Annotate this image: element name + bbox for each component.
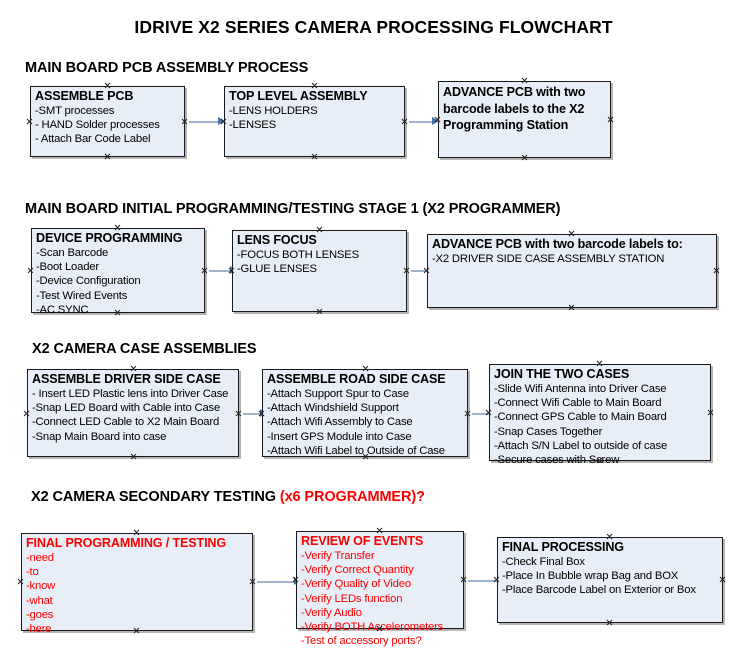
flow-box-line: -LENS HOLDERS — [229, 105, 318, 117]
flow-box-line: - Insert LED Plastic lens into Driver Ca… — [32, 388, 229, 400]
section-header-red-note: (x6 PROGRAMMER)? — [279, 489, 425, 505]
section-header-text: MAIN BOARD INITIAL PROGRAMMING/TESTING S… — [25, 201, 561, 217]
flow-box-line: -what — [26, 594, 53, 607]
flow-box-line: -Place Barcode Label on Exterior or Box — [502, 584, 696, 597]
section-header-initial-programming: MAIN BOARD INITIAL PROGRAMMING/TESTING S… — [25, 201, 561, 217]
flow-box-title: ADVANCE PCB with two barcode labels to: — [432, 237, 683, 251]
section-header-text: X2 CAMERA CASE ASSEMBLIES — [32, 341, 257, 357]
flow-box-line: -Snap LED Board with Cable into Case — [32, 402, 221, 415]
section-header-text: MAIN BOARD PCB ASSEMBLY PROCESS — [25, 60, 309, 76]
section-header-pcb-assembly: MAIN BOARD PCB ASSEMBLY PROCESS — [25, 60, 308, 76]
flow-box-final-programming-testing[interactable]: FINAL PROGRAMMING / TESTING -need -to -k… — [21, 533, 253, 635]
flow-box-title: TOP LEVEL ASSEMBLY — [229, 89, 368, 103]
flow-box-line: -Device Configuration — [36, 275, 141, 288]
flow-box-line: -LENSES — [229, 119, 276, 132]
flow-box-line: -FOCUS BOTH LENSES — [237, 249, 359, 261]
flow-box-line: -Test of accessory ports? — [301, 635, 422, 648]
flow-box-line: -Boot Loader — [36, 261, 99, 274]
flow-box-lens-focus[interactable]: LENS FOCUS -FOCUS BOTH LENSES -GLUE LENS… — [232, 230, 407, 312]
flow-box-line: -here — [26, 623, 52, 636]
flow-box-line: -Secure cases with Screw — [494, 454, 620, 467]
flow-box-line: -Connect GPS Cable to Main Board — [494, 411, 667, 424]
flow-box-assemble-pcb[interactable]: ASSEMBLE PCB -SMT processes - HAND Solde… — [30, 86, 185, 157]
flow-box-review-of-events[interactable]: REVIEW OF EVENTS -Verify Transfer -Verif… — [296, 531, 464, 647]
flow-box-assemble-road-side-case[interactable]: ASSEMBLE ROAD SIDE CASE -Attach Support … — [262, 369, 468, 457]
flow-box-device-programming[interactable]: DEVICE PROGRAMMING -Scan Barcode -Boot L… — [31, 228, 205, 316]
flow-box-line: -Attach Wifi Label to Outside of Case — [267, 444, 445, 457]
page-title: IDRIVE X2 SERIES CAMERA PROCESSING FLOWC… — [134, 17, 613, 37]
flow-box-line: -Verify LEDs function — [301, 592, 403, 605]
flow-box-assemble-driver-side-case[interactable]: ASSEMBLE DRIVER SIDE CASE - Insert LED P… — [27, 369, 239, 457]
flow-box-line: -Snap Cases Together — [494, 425, 603, 438]
flow-box-line: -Attach S/N Label to outside of case — [494, 439, 668, 452]
flow-box-advance-pcb-station[interactable]: ADVANCE PCB with two barcode labels to t… — [438, 81, 611, 158]
flow-box-line: -Attach Windshield Support — [267, 402, 399, 415]
flow-box-line: -Verify Quality of Video — [301, 578, 411, 591]
flow-box-title: ASSEMBLE PCB — [35, 89, 134, 103]
flow-box-title: FINAL PROGRAMMING / TESTING — [26, 536, 227, 550]
flow-box-line: -Verify Correct Quantity — [301, 564, 414, 577]
flow-box-title: LENS FOCUS — [237, 233, 317, 247]
flow-box-line: -Verify Audio — [301, 606, 362, 619]
flow-box-line: -Attach Wifi Assembly to Case — [267, 416, 413, 429]
flow-box-line: -Insert GPS Module into Case — [267, 430, 412, 443]
flow-box-line: -AC SYNC — [36, 303, 89, 316]
flow-box-line: -Place In Bubble wrap Bag and BOX — [502, 570, 679, 583]
flow-box-line: -Verify Transfer — [301, 550, 375, 562]
flow-box-line: -Connect Wifi Cable to Main Board — [494, 397, 662, 410]
flow-box-line: - HAND Solder processes — [35, 119, 160, 132]
flow-box-line: -X2 DRIVER SIDE CASE ASSEMBLY STATION — [432, 253, 665, 265]
flow-box-line: -Verify BOTH Accelerometers — [301, 621, 444, 634]
section-header-secondary-testing: X2 CAMERA SECONDARY TESTING (x6 PROGRAMM… — [31, 489, 425, 505]
flow-box-title: ADVANCE PCB with two barcode labels to t… — [443, 85, 586, 132]
flow-box-line: -Scan Barcode — [36, 247, 109, 259]
flow-box-line: -Test Wired Events — [36, 289, 128, 302]
flow-box-line: -GLUE LENSES — [237, 263, 317, 276]
flow-box-line: -Attach Support Spur to Case — [267, 388, 409, 400]
flow-box-title: DEVICE PROGRAMMING — [36, 231, 183, 245]
flow-box-line: -know — [26, 580, 56, 593]
flow-box-title: ASSEMBLE ROAD SIDE CASE — [267, 372, 446, 386]
flow-box-top-level-assembly[interactable]: TOP LEVEL ASSEMBLY -LENS HOLDERS -LENSES — [224, 86, 405, 157]
flow-box-line: -Slide Wifi Antenna into Driver Case — [494, 383, 667, 395]
flow-box-line: -to — [26, 566, 39, 579]
flow-box-title: JOIN THE TWO CASES — [494, 367, 630, 381]
section-header-case-assemblies: X2 CAMERA CASE ASSEMBLIES — [32, 341, 257, 357]
flow-box-line: - Attach Bar Code Label — [35, 133, 151, 146]
flow-box-line: -Snap Main Board into case — [32, 430, 167, 443]
flow-box-title: FINAL PROCESSING — [502, 540, 624, 554]
flow-box-line: -need — [26, 552, 54, 564]
flow-box-join-the-two-cases[interactable]: JOIN THE TWO CASES -Slide Wifi Antenna i… — [489, 364, 711, 466]
section-header-text: X2 CAMERA SECONDARY TESTING — [31, 489, 280, 505]
connector-arrow — [409, 117, 439, 126]
flow-box-advance-pcb-driver-side[interactable]: ADVANCE PCB with two barcode labels to: … — [427, 234, 717, 308]
connector-arrow — [189, 117, 225, 126]
flow-box-line: -SMT processes — [35, 105, 115, 117]
flow-box-line: -Connect LED Cable to X2 Main Board — [32, 416, 220, 429]
flow-box-title: REVIEW OF EVENTS — [301, 534, 424, 548]
flow-box-line: -Check Final Box — [502, 556, 585, 568]
flow-box-final-processing[interactable]: FINAL PROCESSING -Check Final Box -Place… — [497, 537, 723, 623]
connector-arrow — [257, 577, 301, 586]
flow-box-line: -goes — [26, 608, 54, 621]
flow-box-title: ASSEMBLE DRIVER SIDE CASE — [32, 372, 221, 386]
